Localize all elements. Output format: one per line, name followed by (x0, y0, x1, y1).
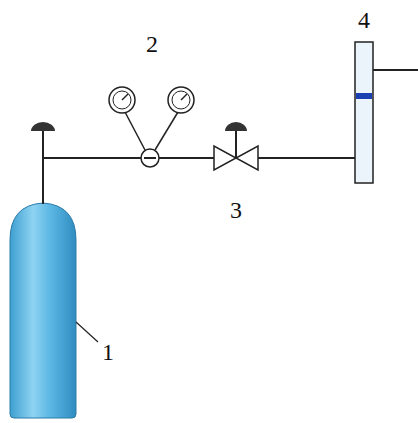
gauge-needle (181, 94, 187, 100)
valve-handle (225, 122, 247, 131)
gauge-line (125, 112, 145, 150)
leader-line (76, 322, 98, 342)
gauge-dial (113, 91, 131, 109)
pressure-regulator (141, 149, 159, 167)
valve-stem (235, 130, 237, 158)
pressure-gauge (109, 87, 135, 113)
gas-cylinder (10, 203, 76, 418)
cylinder-valve-stem (42, 131, 44, 204)
pressure-gauge (168, 87, 194, 113)
gauge-needle (122, 94, 128, 100)
cylinder-valve-handle (31, 122, 55, 131)
rotameter-float (356, 93, 372, 99)
outlet-pipe (373, 69, 418, 71)
gas-pipe (43, 157, 355, 159)
callout-number: 1 (102, 340, 114, 364)
callout-number: 3 (230, 198, 242, 222)
callout-number: 2 (146, 32, 158, 56)
gauge-line (155, 112, 178, 150)
callout-number: 4 (358, 8, 370, 32)
regulator-mark (144, 157, 156, 159)
rotameter-tube (355, 42, 373, 183)
gauge-dial (172, 91, 190, 109)
